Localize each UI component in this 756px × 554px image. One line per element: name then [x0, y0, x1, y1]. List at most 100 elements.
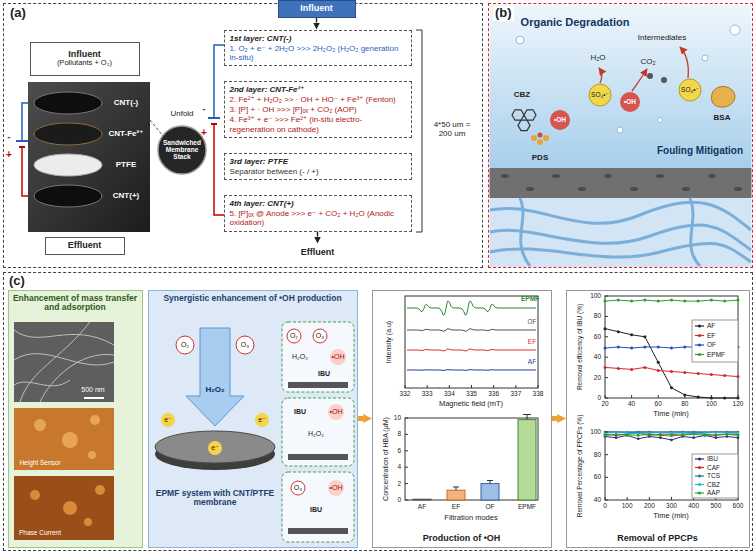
radical-circle — [550, 110, 570, 130]
tick-mark — [711, 395, 712, 398]
radical-circle — [679, 79, 701, 101]
membrane-illustration — [708, 174, 716, 178]
bar — [453, 415, 531, 491]
tick-label: 20 — [594, 374, 601, 381]
bubble — [516, 36, 524, 44]
mechanism-box — [313, 329, 327, 343]
series-label: OF — [527, 318, 536, 325]
afm-image — [84, 518, 92, 526]
plot-axes — [605, 296, 738, 398]
legend-box — [698, 475, 701, 478]
electrode-wire — [22, 103, 28, 141]
bubble — [702, 55, 708, 61]
membrane-illustration — [552, 174, 560, 178]
mechanism-box — [288, 382, 348, 388]
chart-series — [681, 434, 684, 437]
tick-mark — [605, 336, 608, 337]
layer-tag: CNT-Fe²⁺ — [109, 130, 144, 139]
species-label: PDS — [532, 154, 548, 163]
legend-box — [695, 335, 704, 336]
axis-title: Concentration of HBA (μM) — [382, 417, 390, 501]
tick-label: 6 — [397, 447, 401, 454]
tick-mark — [405, 296, 738, 500]
layer-box: 1st layer: CNT(-)1. O₂ + e⁻ + 2H₂O >>> 2… — [224, 30, 412, 67]
tick-label: 400 — [688, 502, 699, 509]
bubble — [658, 118, 663, 123]
tick-label: 80 — [681, 400, 688, 407]
tick-mark — [449, 385, 450, 388]
tick-mark — [405, 500, 408, 501]
node-heading: (a) — [10, 6, 26, 21]
scale-label: 500 nm — [81, 386, 104, 394]
chart-series — [605, 433, 738, 434]
chart-series — [637, 434, 640, 437]
chart-series — [630, 347, 633, 350]
stack-photo — [34, 185, 102, 207]
membrane-illustration — [490, 225, 751, 250]
legend-box — [692, 320, 738, 498]
axis-title: Filtration modes — [444, 514, 497, 522]
membrane-illustration — [526, 187, 534, 191]
legend-text: EF — [707, 332, 715, 339]
chart-series — [737, 299, 740, 302]
chart-series — [604, 327, 607, 330]
legend-box — [695, 354, 704, 355]
legend-box — [695, 344, 704, 345]
radical-label: •OH — [554, 116, 566, 123]
sem-image — [84, 397, 104, 399]
species-label: O₃ — [294, 484, 302, 492]
tick-label: 335 — [466, 390, 477, 397]
node-heading: Effluent — [301, 247, 335, 257]
axis-title: Removal efficiency of IBU (%) — [576, 304, 583, 390]
chart-series — [643, 366, 646, 369]
subpanel: Synergistic enhancement of •OH productio… — [148, 290, 358, 548]
legend-box — [695, 458, 704, 459]
node-heading: 3rd layer: PTFE — [230, 157, 289, 166]
axis-title: Intensity (a.u) — [385, 321, 393, 363]
chart-series — [407, 301, 536, 315]
chart-series — [692, 432, 695, 435]
tick-label: 600 — [733, 502, 744, 509]
chart-series — [683, 346, 686, 349]
chart-series — [692, 433, 695, 436]
node-heading: 4th layer: CNT(+) — [230, 199, 294, 208]
tick-label: EF — [452, 503, 460, 510]
legend-text: IBU — [707, 455, 718, 462]
effluent-label: Effluent — [287, 244, 349, 262]
molecule — [512, 73, 735, 145]
tick-label: 300 — [666, 502, 677, 509]
reaction-arrow — [599, 68, 602, 83]
node-heading: (c) — [9, 274, 25, 289]
tick-label: 333 — [422, 390, 433, 397]
chart-series — [407, 349, 536, 351]
chart-series — [659, 431, 662, 434]
tick-mark — [605, 296, 608, 297]
axis-title: Magnetic field (mT) — [439, 400, 503, 408]
tick-mark — [605, 431, 608, 432]
chart-series — [615, 436, 618, 439]
legend-box — [698, 344, 701, 347]
species-label: IBU — [310, 506, 322, 514]
tick-mark — [493, 385, 494, 388]
chart-series — [604, 366, 607, 369]
mechanism-box — [282, 398, 354, 466]
membrane-illustration — [490, 168, 752, 198]
axis-title: Time (min) — [653, 512, 689, 520]
chart-series — [715, 436, 718, 439]
membrane-illustration — [490, 198, 751, 266]
tick-label: 100 — [622, 502, 633, 509]
mechanism-box — [288, 454, 348, 460]
chart-series — [670, 432, 673, 435]
tick-mark — [738, 395, 739, 398]
molecule — [661, 77, 667, 83]
afm-image — [14, 476, 114, 540]
tick-label: 60 — [655, 400, 662, 407]
electron-label: e⁻ — [211, 444, 219, 452]
tick-mark — [605, 357, 608, 358]
chart-series — [710, 299, 713, 302]
species-label: CO₂ — [640, 58, 655, 67]
tick-mark — [605, 477, 608, 478]
flow-arrow — [186, 328, 244, 426]
species-label: •OH — [332, 353, 345, 361]
stack-photo — [34, 123, 102, 145]
